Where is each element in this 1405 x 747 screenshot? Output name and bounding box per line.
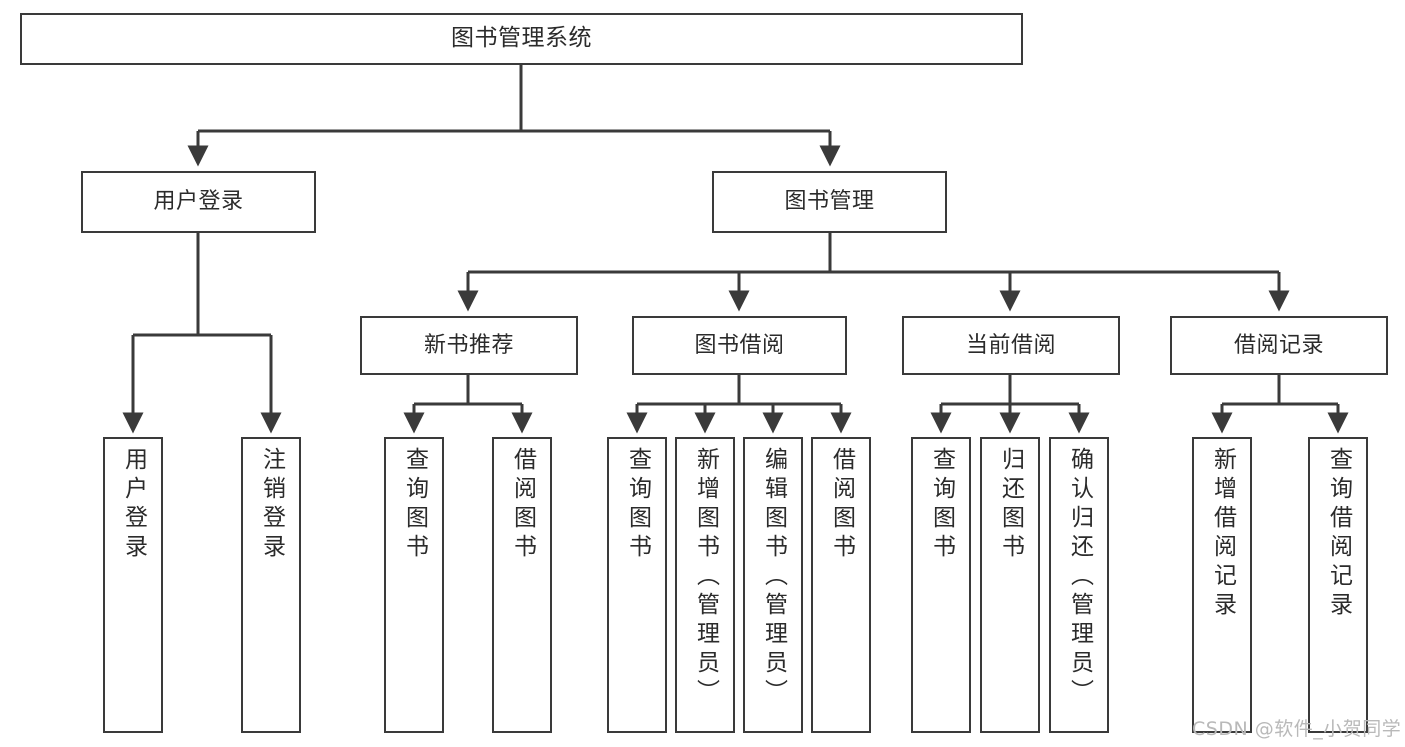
leaf-borrow-book-1[interactable]: 借阅图书 xyxy=(492,437,552,733)
leaf-borrow-book-2-label: 借阅图书 xyxy=(828,447,855,563)
leaf-query-book-2-label: 查询图书 xyxy=(624,447,651,563)
node-new-book-recommend[interactable]: 新书推荐 xyxy=(360,316,578,375)
node-book-manage-label: 图书管理 xyxy=(784,189,875,215)
leaf-return-book[interactable]: 归还图书 xyxy=(980,437,1040,733)
node-borrow-record[interactable]: 借阅记录 xyxy=(1170,316,1388,375)
node-root[interactable]: 图书管理系统 xyxy=(20,13,1023,65)
leaf-confirm-return-admin[interactable]: 确认归还（管理员） xyxy=(1049,437,1109,733)
node-root-label: 图书管理系统 xyxy=(451,25,592,52)
node-user-login-label: 用户登录 xyxy=(153,189,244,215)
leaf-borrow-book-1-label: 借阅图书 xyxy=(509,447,536,563)
leaf-return-book-label: 归还图书 xyxy=(997,447,1024,563)
leaf-add-record-label: 新增借阅记录 xyxy=(1209,447,1236,621)
leaf-borrow-book-2[interactable]: 借阅图书 xyxy=(811,437,871,733)
leaf-add-book-admin-label: 新增图书（管理员） xyxy=(692,447,719,708)
leaf-query-record-label: 查询借阅记录 xyxy=(1325,447,1352,621)
node-borrow-record-label: 借阅记录 xyxy=(1233,332,1324,358)
node-current-borrow-label: 当前借阅 xyxy=(965,332,1056,358)
leaf-query-book-1[interactable]: 查询图书 xyxy=(384,437,444,733)
node-book-borrow-label: 图书借阅 xyxy=(694,332,785,358)
leaf-add-record[interactable]: 新增借阅记录 xyxy=(1192,437,1252,733)
leaf-add-book-admin[interactable]: 新增图书（管理员） xyxy=(675,437,735,733)
leaf-edit-book-admin[interactable]: 编辑图书（管理员） xyxy=(743,437,803,733)
leaf-confirm-return-admin-label: 确认归还（管理员） xyxy=(1066,447,1093,708)
leaf-user-login[interactable]: 用户登录 xyxy=(103,437,163,733)
leaf-query-book-3-label: 查询图书 xyxy=(928,447,955,563)
leaf-logout-label: 注销登录 xyxy=(258,447,285,563)
leaf-query-book-1-label: 查询图书 xyxy=(401,447,428,563)
node-user-login[interactable]: 用户登录 xyxy=(81,171,316,233)
leaf-query-record[interactable]: 查询借阅记录 xyxy=(1308,437,1368,733)
leaf-logout[interactable]: 注销登录 xyxy=(241,437,301,733)
node-book-borrow[interactable]: 图书借阅 xyxy=(632,316,847,375)
leaf-query-book-3[interactable]: 查询图书 xyxy=(911,437,971,733)
leaf-query-book-2[interactable]: 查询图书 xyxy=(607,437,667,733)
node-current-borrow[interactable]: 当前借阅 xyxy=(902,316,1120,375)
node-book-manage[interactable]: 图书管理 xyxy=(712,171,947,233)
leaf-edit-book-admin-label: 编辑图书（管理员） xyxy=(760,447,787,708)
node-new-book-recommend-label: 新书推荐 xyxy=(423,332,514,358)
leaf-user-login-label: 用户登录 xyxy=(120,447,147,563)
